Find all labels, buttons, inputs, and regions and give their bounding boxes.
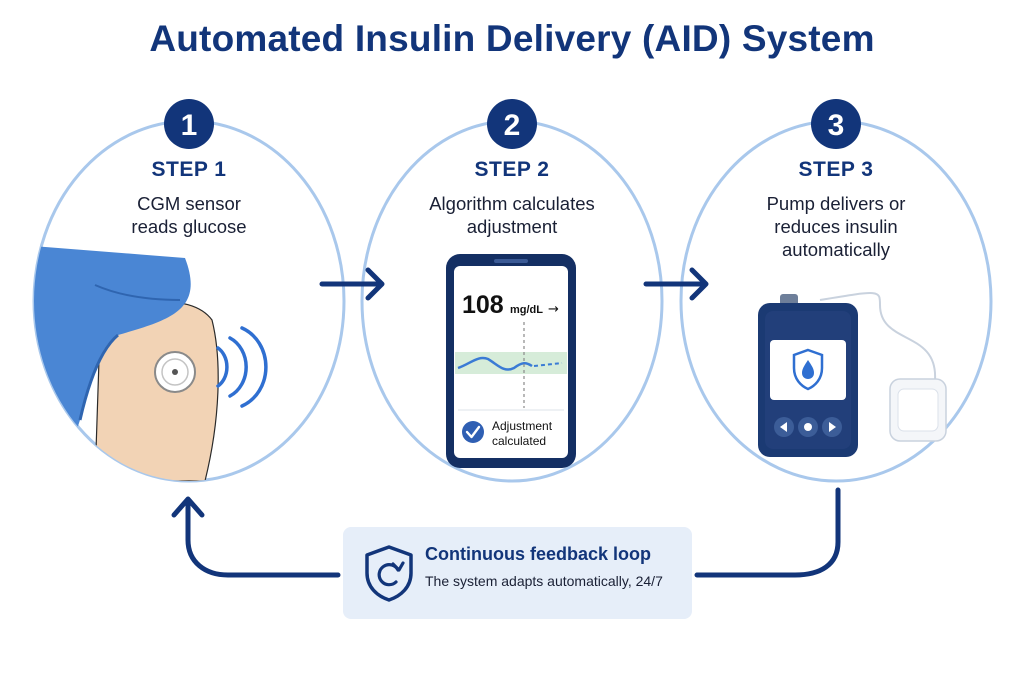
trend-arrow-icon: → <box>548 302 559 317</box>
step-2-desc-line: Algorithm calculates <box>429 193 595 214</box>
step-2-badge <box>487 99 537 149</box>
step-3-desc-line: Pump delivers or <box>766 193 906 214</box>
glucose-value: 108 <box>462 291 504 319</box>
step-1-desc-line: CGM sensor <box>137 193 241 214</box>
step-1-number: 1 <box>181 109 198 142</box>
step-1-desc-line: reads glucose <box>131 216 247 237</box>
glucose-trend-line <box>457 356 533 371</box>
feedback-arrowhead <box>171 496 205 518</box>
step-1-description: CGM sensor reads glucose <box>69 192 309 238</box>
phone-status-line-2: calculated <box>492 434 546 448</box>
step-3-description: Pump delivers or reduces insulin automat… <box>716 192 956 261</box>
arrow-step2-to-step3 <box>643 267 709 301</box>
step-2-description: Algorithm calculates adjustment <box>392 192 632 238</box>
check-circle-icon <box>462 421 484 443</box>
step-3-badge <box>811 99 861 149</box>
wireless-signal-icon <box>216 326 268 408</box>
step-3-number: 3 <box>828 109 845 142</box>
step-3-desc-line: automatically <box>782 239 890 260</box>
arrow-step1-to-step2 <box>319 267 385 301</box>
page-title: Automated Insulin Delivery (AID) System <box>149 18 875 59</box>
step-2-number: 2 <box>504 109 521 142</box>
shield-refresh-icon <box>365 545 413 602</box>
step-2-desc-line: adjustment <box>466 216 558 237</box>
feedback-description: The system adapts automatically, 24/7 <box>425 573 663 589</box>
insulin-pump-illustration <box>758 292 947 457</box>
phone-status-line-1: Adjustment <box>492 419 553 433</box>
feedback-loop-card: Continuous feedback loop The system adap… <box>343 527 692 619</box>
step-1-badge <box>164 99 214 149</box>
shield-drop-icon <box>792 348 824 391</box>
feedback-loop-left <box>185 499 341 578</box>
step-3-label: STEP 3 <box>798 158 874 181</box>
feedback-loop-right <box>694 487 841 578</box>
step-3-desc-line: reduces insulin <box>774 216 898 237</box>
feedback-title: Continuous feedback loop <box>425 544 652 564</box>
smartphone-illustration <box>446 254 576 468</box>
glucose-unit: mg/dL <box>510 304 543 316</box>
step-2-label: STEP 2 <box>474 158 550 181</box>
step-1-label: STEP 1 <box>151 158 227 181</box>
